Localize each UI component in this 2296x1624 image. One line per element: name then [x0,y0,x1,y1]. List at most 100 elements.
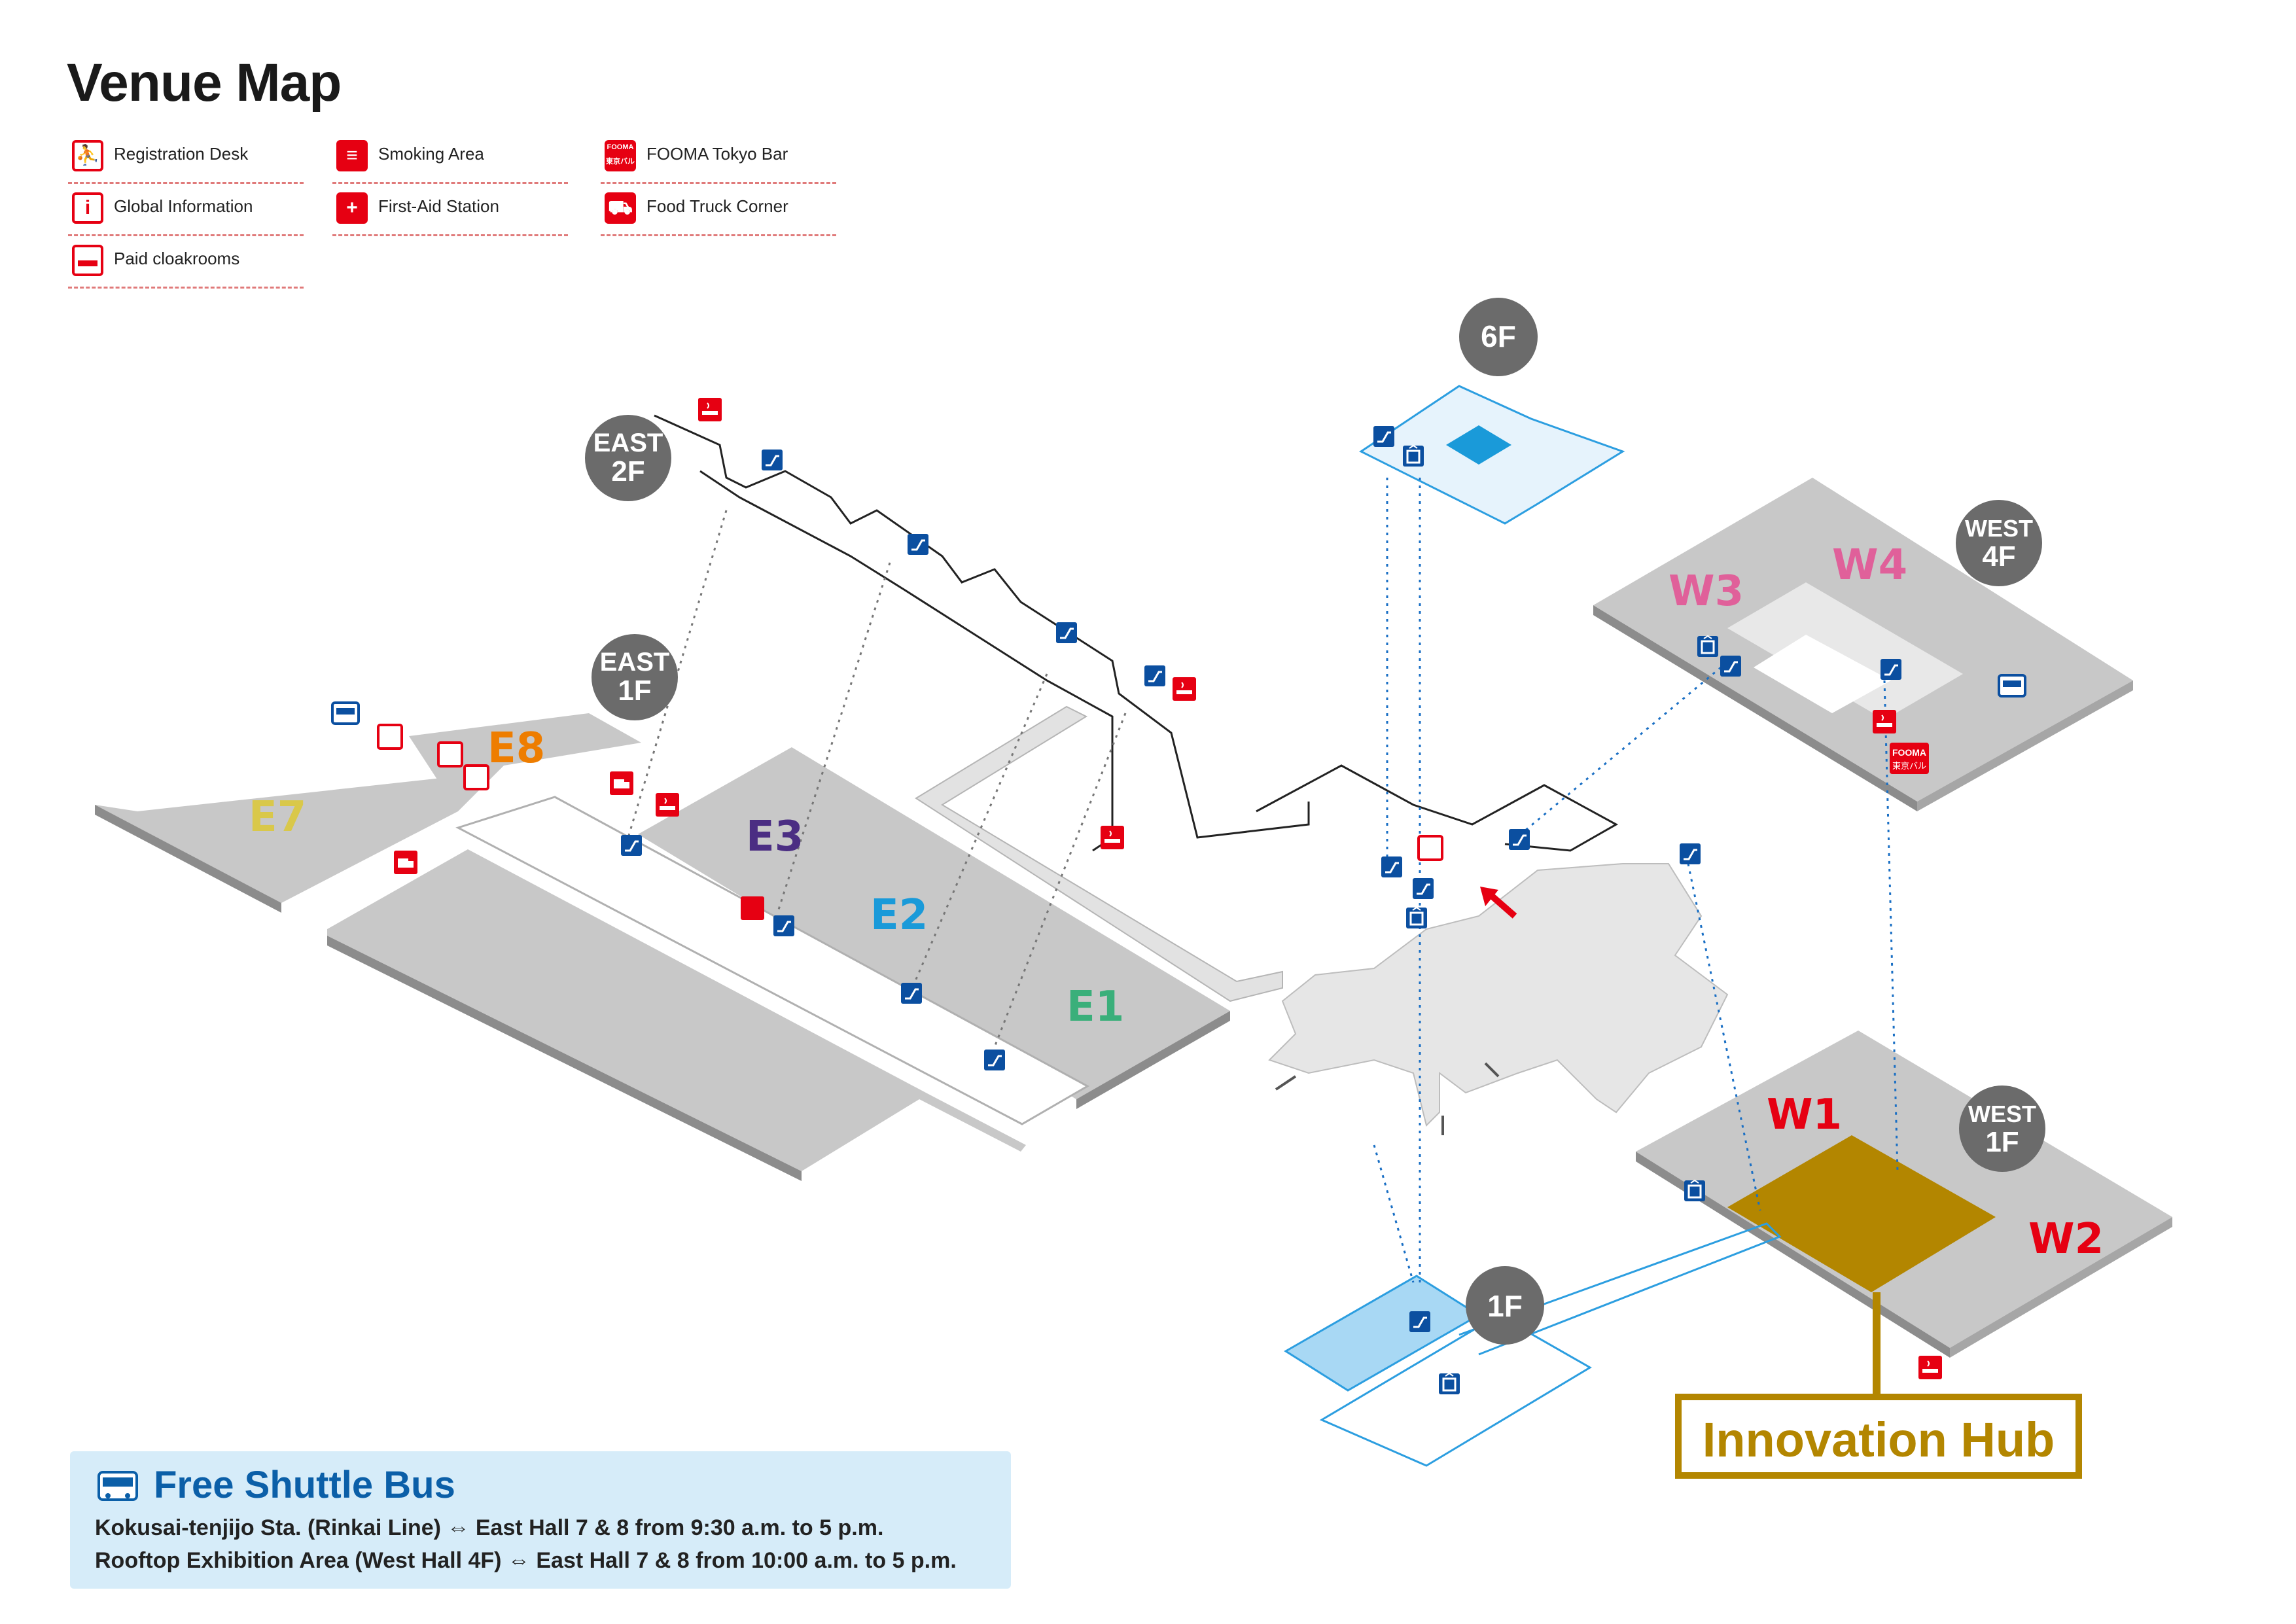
hall-label-e7: E7 [249,793,306,841]
escalator-icon [1411,877,1435,900]
escalator-icon [772,914,796,938]
innovation-hub-label: Innovation Hub [1675,1394,2082,1479]
legend-label: Paid cloakrooms [114,249,240,268]
escalator-icon [1372,425,1396,448]
information-icon [463,764,489,790]
legend-item-first-aid: + First-Aid Station [332,183,568,236]
hall-label-e1: E1 [1067,983,1124,1031]
smoking-area-icon [1872,709,1897,734]
svg-text:1F: 1F [1985,1126,2019,1158]
svg-text:1F: 1F [1487,1289,1523,1323]
badge-east-1f: EAST 1F [592,634,678,720]
svg-text:WEST: WEST [1968,1101,2036,1127]
shuttle-route-1: Kokusai-tenjijo Sta. (Rinkai Line) ⇔ Eas… [95,1515,884,1540]
legend-item-global-information: i Global Information [68,183,304,236]
east-2f-corridor-inner [699,470,1114,852]
exit-arrow-icon [1484,1062,1500,1078]
you-are-here-arrow [1486,891,1517,919]
hall-e7-side [95,805,281,913]
hall-e7-floor [95,777,458,903]
svg-text:6F: 6F [1481,319,1516,353]
svg-text:EAST: EAST [593,429,663,457]
hall-e1-e3-side [1076,1011,1230,1109]
smoking-area-icon: ≡ [336,140,368,171]
svg-text:4F: 4F [1982,540,2015,573]
shuttle-route-2: Rooftop Exhibition Area (West Hall 4F) ⇔… [95,1548,957,1573]
svg-text:東京バル: 東京バル [1892,761,1926,771]
badge-1f: 1F [1466,1266,1544,1345]
escalator-icon [1678,842,1702,866]
innovation-hub-text: Innovation Hub [1702,1413,2055,1467]
food-truck-icon [394,851,417,874]
hall-w3-w4-side [1593,605,1917,811]
escalator-icon [1719,654,1742,678]
escalator-icon [900,981,923,1005]
escalator-icon [1879,658,1903,681]
east-connector [915,705,1283,1002]
escalator-icon [983,1048,1006,1072]
elevator-icon [1683,1179,1706,1203]
east-connectors [627,510,1127,1048]
svg-text:EAST: EAST [600,648,670,677]
hall-label-w4: W4 [1832,541,1907,590]
escalator-icon [906,533,930,556]
legend-label: Food Truck Corner [646,196,788,216]
escalator-icon [1380,855,1404,879]
escalator-icon [1055,621,1078,644]
legend-label: Global Information [114,196,253,216]
hall-label-e8: E8 [487,724,545,773]
badge-west-1f: WEST 1F [1959,1086,2045,1172]
floor-1f-lower [1319,1314,1592,1467]
hall-label-e3: E3 [746,813,804,861]
hall-w3-w4-side2 [1917,680,2133,811]
hall-w1-w2-side [1636,1152,1950,1358]
elevator-icon [1402,444,1425,468]
legend-label: FOOMA Tokyo Bar [646,144,788,164]
cloakroom-icon [1417,835,1443,861]
hall-w1-w2-side2 [1950,1217,2172,1358]
svg-text:FOOMA: FOOMA [1892,747,1926,758]
exit-arrow-icon [1275,1075,1297,1091]
legend-item-smoking-area: ≡ Smoking Area [332,131,568,184]
global-information-icon: i [72,192,103,224]
floor-connectors [1373,478,1899,1283]
east-2f-corridor [654,414,1310,839]
escalator-icon [1508,828,1531,851]
bus-icon [97,1471,138,1501]
legend-label: Registration Desk [114,144,249,164]
cloakroom-icon [377,724,403,750]
w3-w4-courtyard [1727,582,1963,720]
svg-text:WEST: WEST [1965,515,2033,542]
paid-cloakroom-icon: ▬ [72,245,103,276]
hall-label-e2: E2 [870,891,928,940]
smoking-area-icon [1100,825,1125,850]
elevator-icon [1438,1372,1461,1396]
badge-west-4f: WEST 4F [1956,500,2042,586]
registration-desk-icon [437,741,463,768]
floor-6f-core [1446,425,1511,465]
food-truck-icon [610,771,633,795]
badge-6f: 6F [1459,298,1538,376]
hall-e1-e3-floor [638,747,1230,1099]
shuttle-title: Free Shuttle Bus [154,1464,455,1506]
east-walkway [455,796,1090,1125]
w3-w4-inner [1754,635,1891,713]
svg-text:1F: 1F [618,675,651,707]
central-upper-outline [1256,764,1619,852]
legend-item-registration-desk: ⛹ Registration Desk [68,131,304,184]
escalator-icon [1408,1310,1432,1333]
first-aid-station-icon: + [336,192,368,224]
hall-e4-e6-side [327,936,802,1181]
hall-label-w1: W1 [1767,1091,1842,1139]
elevator-icon [1405,906,1428,930]
you-are-here-arrowhead [1480,887,1498,906]
food-truck-corner-icon: ⛟ [605,192,636,224]
page-title: Venue Map [67,53,342,113]
smoking-area-icon [1172,677,1197,701]
escalator-icon [1143,664,1167,688]
innovation-hub-area [1727,1135,1996,1292]
hall-e4-e6-floor [327,849,1026,1171]
